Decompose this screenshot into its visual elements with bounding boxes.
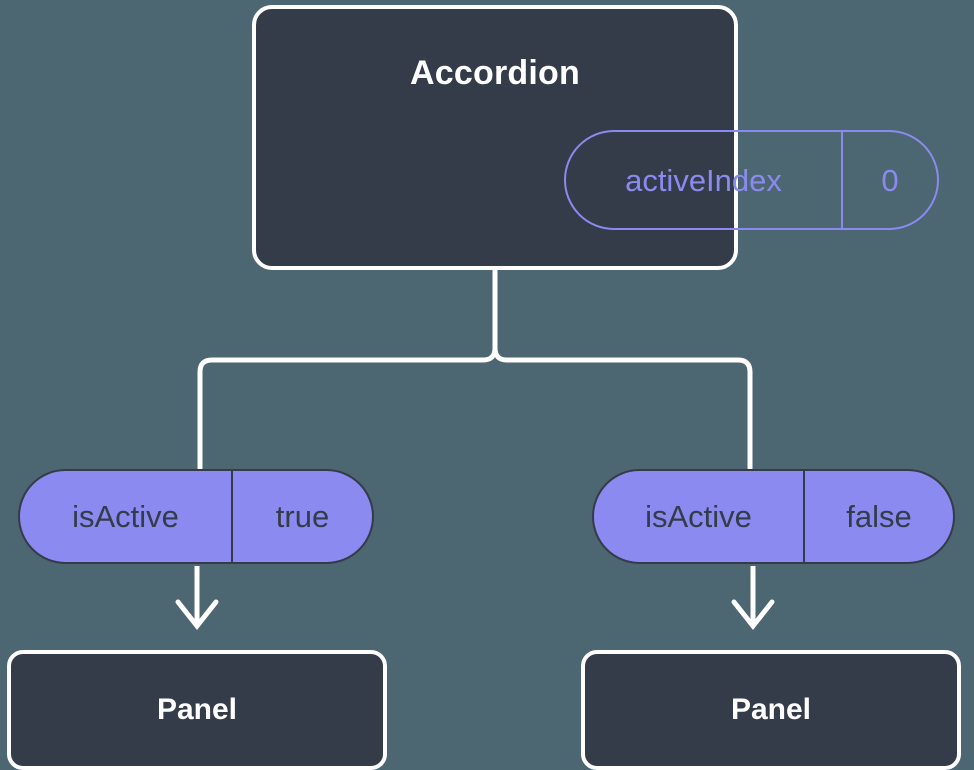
prop-badge-value-right: false [846, 499, 912, 534]
connector-root-to-left-badge [197, 267, 498, 471]
node-panel-right[interactable]: Panel [581, 650, 961, 770]
node-panel-left-label: Panel [156, 693, 238, 726]
state-badge-value: 0 [881, 162, 899, 198]
connector-root-to-right-badge [492, 345, 753, 471]
prop-badge-key-left: isActive [20, 471, 233, 562]
node-panel-right-label: Panel [730, 693, 812, 726]
arrow-left-badge-to-panel [175, 566, 219, 631]
node-accordion[interactable]: Accordion activeIndex 0 [252, 5, 939, 270]
arrow-right-badge-to-panel [731, 566, 775, 631]
prop-badge-is-active-false[interactable]: isActive false [592, 469, 955, 564]
prop-badge-key-right: isActive [594, 471, 805, 562]
state-badge-key: activeIndex [566, 132, 843, 228]
node-panel-left[interactable]: Panel [7, 650, 387, 770]
prop-badge-value-left: true [275, 499, 330, 534]
node-accordion-label: Accordion [410, 54, 580, 92]
prop-badge-is-active-true[interactable]: isActive true [18, 469, 374, 564]
state-badge-active-index[interactable]: activeIndex 0 [564, 130, 939, 230]
